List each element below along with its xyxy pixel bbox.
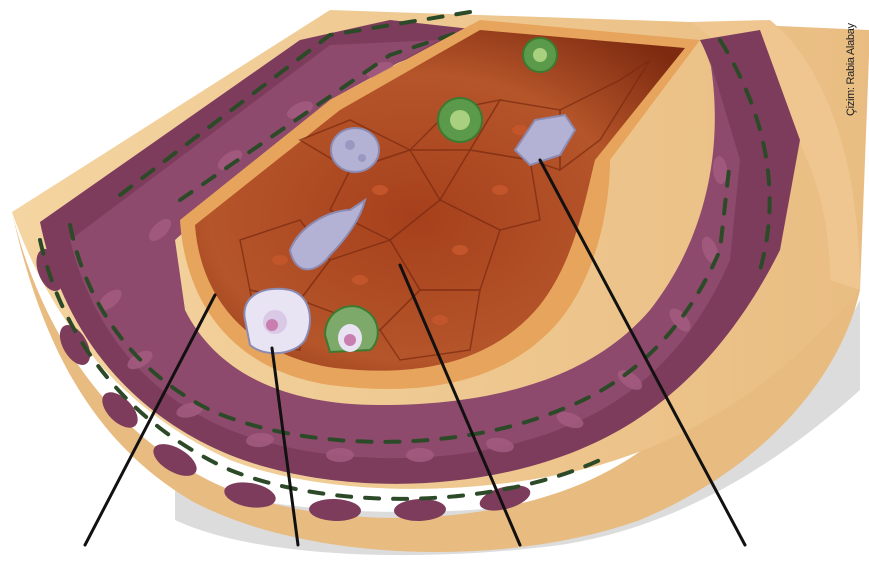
platelet-cell-icon	[331, 128, 379, 172]
white-blood-cell-icon	[438, 98, 482, 142]
white-blood-cell-icon	[523, 38, 557, 72]
white-blood-cell-icon	[325, 306, 378, 352]
illustration-credit: Çizim: Rabia Alabay	[845, 6, 861, 116]
white-blood-cell-icon	[244, 289, 310, 353]
